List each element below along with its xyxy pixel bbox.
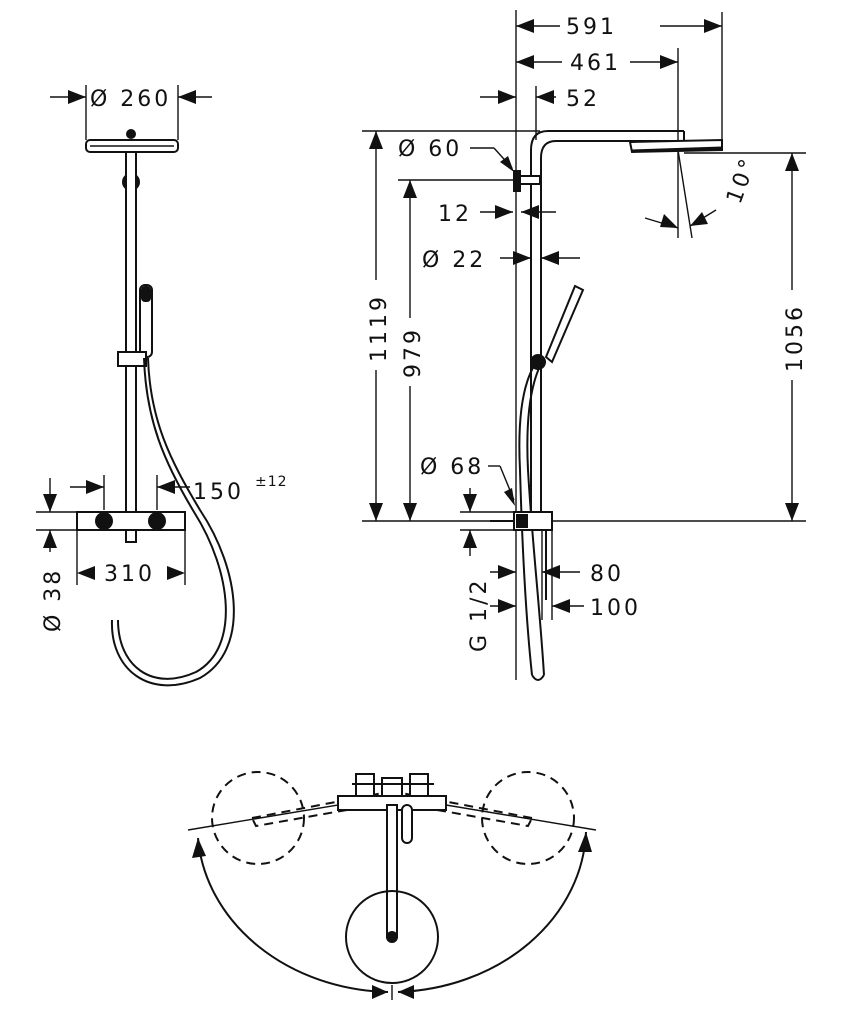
- side-hose: [518, 365, 535, 676]
- outlet-tolerance-label: ±12: [255, 474, 288, 490]
- depth-80-label: 80: [590, 562, 624, 587]
- arrow-head: [86, 480, 104, 494]
- rotation-arc-right: [397, 831, 587, 993]
- tilt-angle-label: 10°: [722, 153, 762, 207]
- overall-height-label: 1119: [367, 294, 392, 362]
- swung-head-right: [481, 771, 575, 865]
- pipe-diameter-label: Ø 22: [422, 248, 486, 273]
- wall-bracket: [513, 170, 521, 192]
- arrow-head: [77, 566, 95, 580]
- arrow-head: [43, 530, 57, 548]
- arm-length-total-label: 591: [566, 15, 617, 40]
- swung-head-left: [211, 771, 305, 865]
- arrow-head: [369, 503, 383, 521]
- head-joint: [126, 129, 136, 139]
- arrow-head: [660, 55, 678, 69]
- arrow-head: [704, 19, 722, 33]
- arrow-head: [498, 599, 516, 613]
- thread-size-label: G 1/2: [467, 578, 492, 652]
- angle-tilt-line: [677, 149, 693, 239]
- rotation-arc-left: [197, 837, 389, 993]
- arrow-head: [463, 530, 477, 548]
- shower-hose-inner: [117, 357, 227, 680]
- arrow-head: [463, 494, 477, 512]
- arm-length-head-label: 461: [570, 51, 621, 76]
- side-view: 591 461 52 10° Ø 60: [362, 10, 808, 681]
- thermostat-diameter-label: Ø 38: [41, 568, 66, 632]
- height-979-label: 979: [401, 327, 426, 378]
- wall-to-pipe-label: 52: [566, 87, 600, 112]
- arrow-head: [542, 565, 560, 579]
- arrow-head: [516, 55, 534, 69]
- escutcheon-diameter-label: Ø 68: [420, 455, 484, 480]
- arrow-head: [513, 251, 531, 265]
- thermostat-bar: [76, 511, 186, 531]
- hose-loop: [531, 674, 545, 681]
- arrow-head: [500, 156, 514, 172]
- hand-shower-head: [141, 286, 151, 302]
- top-view: [187, 771, 597, 1000]
- arrow-head: [541, 251, 559, 265]
- depth-100-label: 100: [590, 596, 641, 621]
- arrow-head: [403, 503, 417, 521]
- arrow-head: [536, 90, 554, 104]
- head-diameter-label: Ø 260: [90, 87, 171, 112]
- shower-face: [631, 146, 723, 153]
- bracket-offset-label: 12: [438, 202, 472, 227]
- bracket-arm: [519, 175, 541, 185]
- arrow-head: [495, 205, 513, 219]
- shower-arm-inner: [540, 140, 684, 520]
- arrow-head: [372, 985, 388, 999]
- arrow-head: [578, 832, 592, 852]
- arrow-head: [403, 180, 417, 198]
- hand-shower-holder: [117, 351, 147, 367]
- arrow-head: [660, 214, 678, 228]
- arrow-head: [398, 985, 414, 999]
- front-view: Ø 260 150 ±12 310: [36, 85, 288, 687]
- top-center-block: [381, 777, 403, 797]
- top-overhead-shower: [345, 890, 439, 984]
- arrow-head: [369, 131, 383, 149]
- shower-arm-outer: [530, 130, 684, 520]
- arrow-head: [68, 90, 86, 104]
- bracket-diameter-label: Ø 60: [398, 137, 462, 162]
- arrow-head: [516, 19, 534, 33]
- side-connector: [516, 514, 528, 528]
- outlet: [125, 529, 137, 543]
- arrow-head: [498, 90, 516, 104]
- arrow-head: [552, 599, 570, 613]
- bar-width-label: 310: [104, 562, 155, 587]
- arrow-head: [690, 212, 708, 226]
- shower-hose: [110, 357, 235, 687]
- top-hand-shower: [401, 804, 413, 844]
- riser-pipe: [125, 151, 137, 523]
- arrow-head: [157, 480, 175, 494]
- top-head-center: [386, 931, 398, 943]
- arrow-head: [521, 205, 539, 219]
- arrow-head: [504, 488, 515, 506]
- arrow-head: [498, 565, 516, 579]
- side-hand-shower: [544, 284, 585, 364]
- arrow-head: [785, 153, 799, 171]
- arrow-head: [785, 503, 799, 521]
- side-hose-inner: [526, 365, 545, 676]
- outlet-offset-label: 150: [193, 480, 244, 505]
- thermostat-handle: [95, 512, 113, 530]
- top-arm: [386, 804, 398, 938]
- head-height-label: 1056: [783, 304, 808, 372]
- arrow-head: [178, 90, 196, 104]
- arrow-head: [167, 566, 185, 580]
- diverter-handle: [148, 512, 166, 530]
- arrow-head: [192, 838, 206, 858]
- arrow-head: [43, 494, 57, 512]
